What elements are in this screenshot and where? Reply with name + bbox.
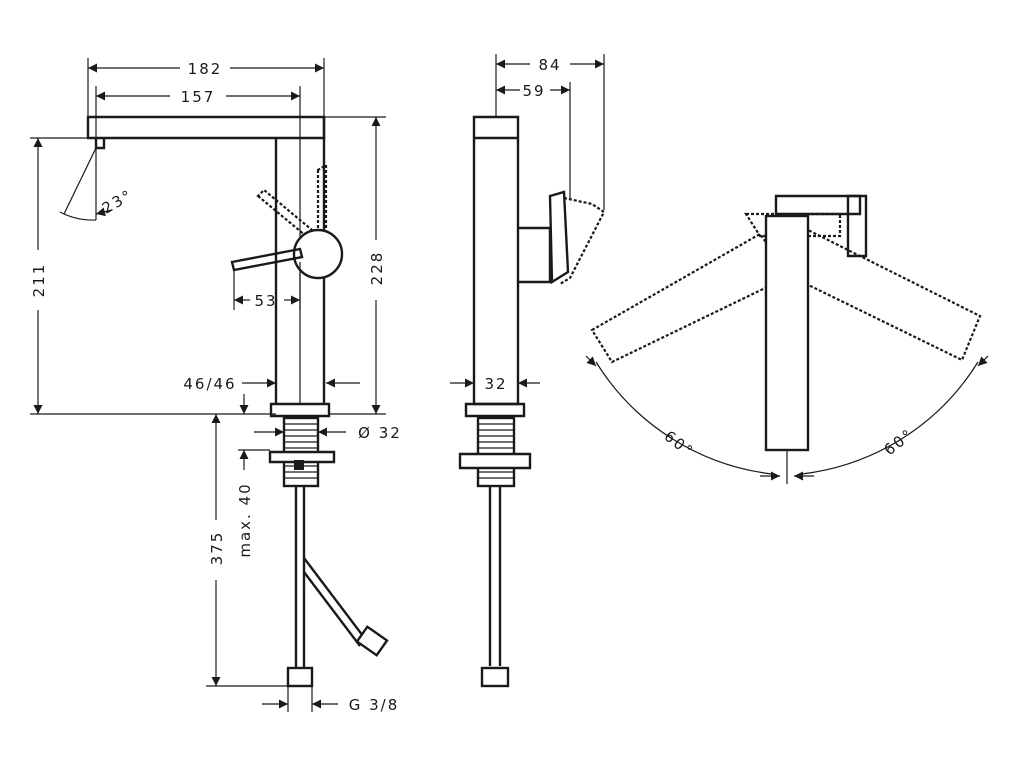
hose-angled <box>303 557 367 647</box>
spout <box>86 115 326 140</box>
top-arc-right <box>801 361 979 475</box>
dim-g38: G 3/8 <box>349 696 400 714</box>
dim-side-32: 32 <box>484 375 507 393</box>
base-plate <box>269 402 331 418</box>
side-nut <box>458 452 532 470</box>
lever-alt-angled <box>256 188 314 238</box>
side-lever-alt <box>559 196 606 285</box>
side-lever <box>548 190 570 285</box>
top-spout-end <box>846 194 868 258</box>
hose-fitting-vertical <box>286 666 314 688</box>
spout-aerator <box>94 138 106 150</box>
mounting-nut <box>268 450 336 464</box>
dim-46-46: 46/46 <box>183 375 236 393</box>
side-hose <box>488 486 502 666</box>
dim-375: 375 <box>208 531 226 566</box>
dim-53: 53 <box>254 292 277 310</box>
dim-59: 59 <box>522 82 545 100</box>
dim-228: 228 <box>368 251 386 286</box>
dim-angle-23: 23° <box>99 186 136 218</box>
top-lever-right-alt <box>788 224 982 362</box>
hose-fitting-angled <box>355 625 389 657</box>
hose-vertical <box>294 486 306 668</box>
front-view: 182 157 23° 211 228 53 46/46 <box>30 58 402 714</box>
nut-screw <box>294 460 304 470</box>
top-view: 60° 60° <box>585 194 989 484</box>
dim-84: 84 <box>538 56 561 74</box>
dim-angle-60-right: 60° <box>881 425 918 459</box>
top-arc-left <box>595 361 773 475</box>
lever-handle <box>230 247 304 272</box>
dim-angle-60-left: 60° <box>661 427 698 461</box>
side-body <box>472 115 520 406</box>
dim-182: 182 <box>188 60 223 78</box>
dim-157: 157 <box>181 88 216 106</box>
side-view: 84 59 32 <box>450 54 606 688</box>
dim-211: 211 <box>30 263 48 298</box>
dim-diameter-32: Ø 32 <box>358 424 402 442</box>
top-aerator-alt <box>743 212 842 238</box>
side-lever-hub <box>518 226 552 284</box>
side-shank <box>476 416 516 488</box>
top-body <box>764 214 810 452</box>
top-lever-left-alt <box>590 232 792 364</box>
side-thread-lines <box>478 423 514 479</box>
top-spout <box>774 194 862 216</box>
lever-hub <box>292 228 344 280</box>
side-base <box>464 402 526 418</box>
side-fitting <box>480 666 510 688</box>
dim-max-40: max. 40 <box>236 482 254 557</box>
